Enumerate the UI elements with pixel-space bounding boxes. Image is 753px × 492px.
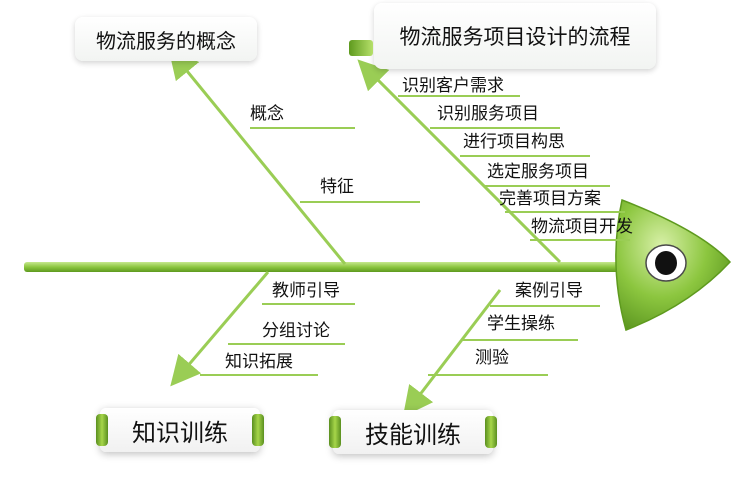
process-step-5: 完善项目方案 — [499, 189, 601, 209]
concept-title-box: 物流服务的概念 — [75, 17, 257, 61]
process-step-3: 进行项目构思 — [463, 132, 565, 152]
student-practice-label: 学生操练 — [487, 314, 555, 334]
bone-skill — [402, 289, 502, 417]
knowledge-training-box: 知识训练 — [96, 408, 264, 452]
concept-label: 概念 — [250, 104, 284, 124]
spine — [24, 262, 634, 272]
knowledge-box-left-cap — [96, 414, 108, 446]
process-step-4: 选定服务项目 — [487, 162, 589, 182]
process-step-1: 识别客户需求 — [402, 76, 504, 96]
case-guide-label: 案例引导 — [515, 281, 583, 301]
skill-box-left-cap — [329, 416, 341, 448]
feature-label: 特征 — [320, 177, 354, 197]
skill-training-box: 技能训练 — [329, 410, 497, 454]
knowledge-training-title: 知识训练 — [132, 418, 228, 447]
bone-concept — [168, 48, 347, 265]
process-title: 物流服务项目设计的流程 — [399, 25, 631, 49]
process-title-box: 物流服务项目设计的流程 — [374, 3, 656, 69]
teacher-guide-label: 教师引导 — [272, 281, 340, 301]
group-discussion-label: 分组讨论 — [262, 321, 330, 341]
bone-knowledge — [170, 271, 270, 387]
process-box-tab — [349, 40, 373, 56]
knowledge-expansion-label: 知识拓展 — [225, 352, 293, 372]
test-label: 测验 — [475, 348, 509, 368]
bone-process — [357, 59, 562, 264]
process-step-6: 物流项目开发 — [531, 217, 633, 237]
process-step-2: 识别服务项目 — [437, 104, 539, 124]
concept-title: 物流服务的概念 — [96, 28, 236, 53]
skill-box-right-cap — [485, 416, 497, 448]
knowledge-box-right-cap — [252, 414, 264, 446]
fish-pupil-icon — [655, 251, 677, 275]
skill-training-title: 技能训练 — [365, 420, 461, 449]
